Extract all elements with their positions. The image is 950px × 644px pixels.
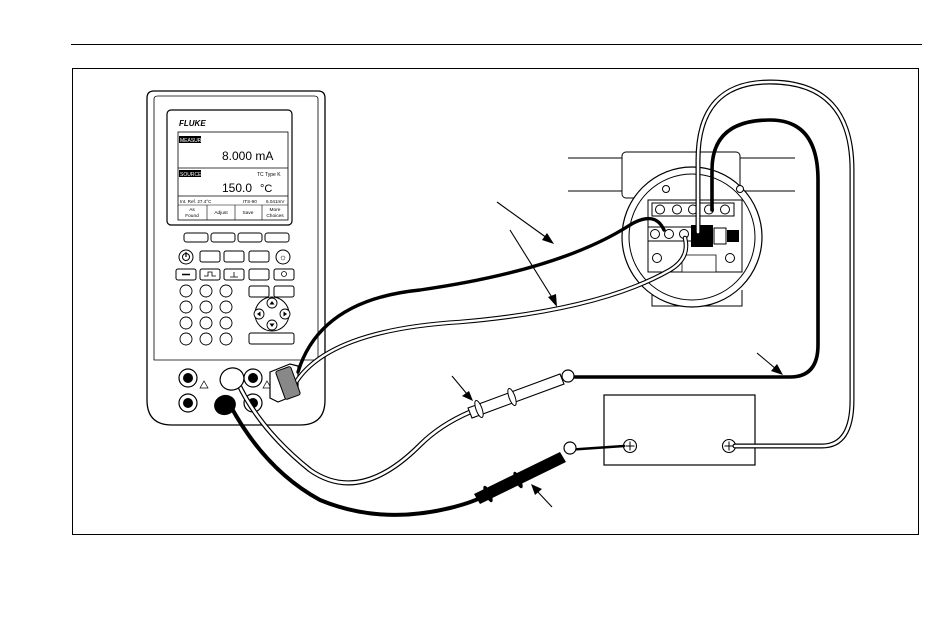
housing-screw-icon xyxy=(663,186,670,193)
housing-screw-icon xyxy=(653,254,662,263)
housing-screw-icon xyxy=(726,254,735,263)
softkey-button-2[interactable] xyxy=(211,233,235,242)
jack-bottom-left-hole xyxy=(183,398,193,408)
side-key[interactable] xyxy=(274,286,294,297)
callout-arrow-line xyxy=(537,491,552,507)
numeric-key[interactable] xyxy=(180,285,192,297)
callout-arrowhead xyxy=(531,484,542,495)
enter-key[interactable] xyxy=(249,333,294,344)
function-key[interactable] xyxy=(249,251,269,262)
power-supply xyxy=(604,395,755,465)
jack-top-right-hole xyxy=(248,373,258,383)
mode-key[interactable] xyxy=(274,269,294,280)
callout-arrow-line xyxy=(757,353,776,369)
numeric-key[interactable] xyxy=(180,333,192,345)
numeric-key[interactable] xyxy=(180,317,192,329)
softkey-button-4[interactable] xyxy=(265,233,289,242)
terminal-screw-icon xyxy=(656,205,665,214)
mode-key[interactable] xyxy=(200,269,220,280)
numeric-key[interactable] xyxy=(200,333,212,345)
source-tag: SOURCE xyxy=(180,172,202,178)
backlight-icon: ☼ xyxy=(279,252,287,262)
status-reference: Int. Ref. 27.4°C xyxy=(180,199,212,204)
terminal-screw-icon xyxy=(721,205,730,214)
measure-tag: MEASURE xyxy=(180,138,205,144)
terminal-black-block xyxy=(691,225,713,247)
status-millivolts: 6.041mV xyxy=(266,199,285,204)
terminal-screw-icon xyxy=(651,230,660,239)
terminal-screw-icon xyxy=(665,230,674,239)
numeric-key[interactable] xyxy=(180,301,192,313)
numeric-key[interactable] xyxy=(220,301,232,313)
callout-arrow-line xyxy=(452,376,467,394)
probe-clip xyxy=(564,442,576,454)
softkey-button-1[interactable] xyxy=(184,233,208,242)
probe-clip xyxy=(562,370,574,382)
softkey-label-4a: More xyxy=(270,207,281,213)
housing-screw-icon xyxy=(737,186,744,193)
softkey-button-3[interactable] xyxy=(238,233,262,242)
jack-top-left-hole xyxy=(183,373,193,383)
source-value: 150.0 xyxy=(222,181,252,195)
softkey-label-2: Adjust xyxy=(214,210,228,216)
callout-arrow-line xyxy=(497,202,547,238)
softkey-label-1a: As xyxy=(189,207,195,213)
softkey-label-1b: Found xyxy=(185,213,199,219)
mode-key[interactable] xyxy=(249,269,269,280)
terminal-board-slot xyxy=(682,255,716,272)
softkey-label-4b: Choices xyxy=(266,213,284,219)
numeric-key[interactable] xyxy=(220,285,232,297)
terminal-tab xyxy=(727,230,739,242)
transmitter xyxy=(568,152,795,307)
numeric-key[interactable] xyxy=(200,301,212,313)
terminal-small-block xyxy=(714,228,726,244)
callout-arrowhead xyxy=(462,391,473,401)
status-scale: ITS-90 xyxy=(243,199,257,204)
measure-value: 8.000 mA xyxy=(222,149,273,163)
function-key[interactable] xyxy=(224,251,244,262)
numeric-key[interactable] xyxy=(220,333,232,345)
callout-arrowhead xyxy=(548,294,557,307)
side-key[interactable] xyxy=(249,286,269,297)
source-unit: °C xyxy=(260,183,272,195)
brand-logo: FLUKE xyxy=(179,119,206,128)
tc-type-label: TC Type K xyxy=(257,172,281,178)
test-probe-upper xyxy=(468,370,574,418)
numeric-key[interactable] xyxy=(200,285,212,297)
softkey-label-3: Save xyxy=(243,210,254,216)
callout-arrowhead xyxy=(542,233,554,244)
test-probe-lower xyxy=(474,442,576,504)
function-key[interactable] xyxy=(200,251,220,262)
power-supply-box xyxy=(604,395,755,465)
numeric-key[interactable] xyxy=(200,317,212,329)
numeric-key[interactable] xyxy=(220,317,232,329)
terminal-screw-icon xyxy=(673,205,682,214)
